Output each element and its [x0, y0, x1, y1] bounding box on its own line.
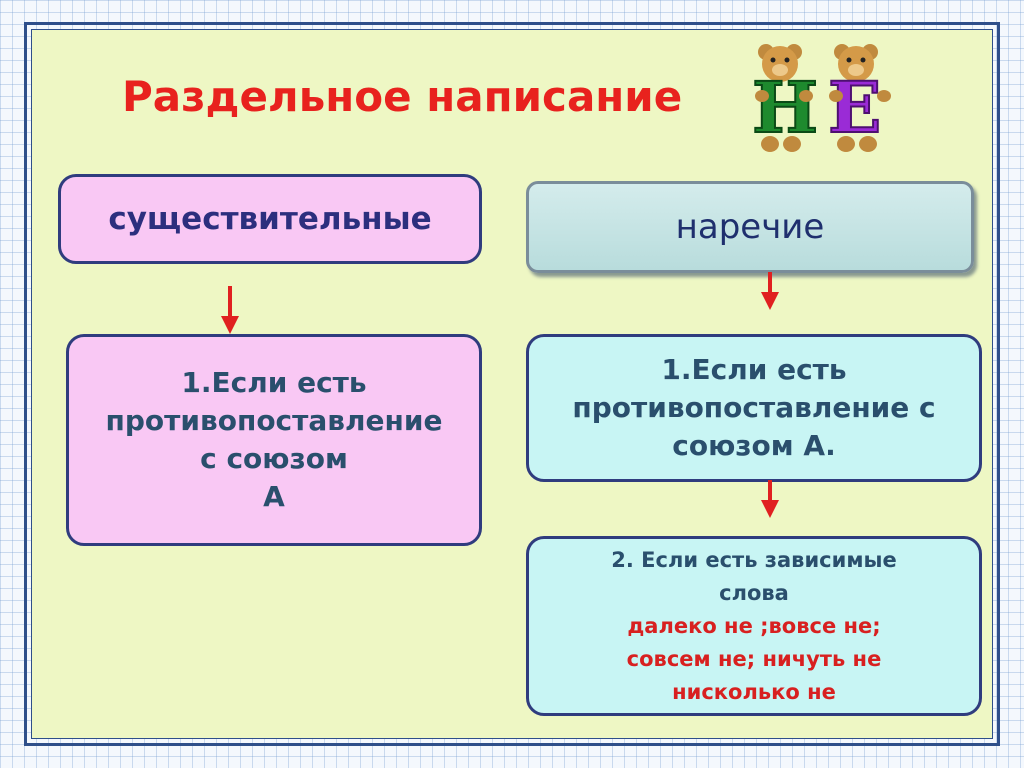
noun-heading-box: существительные — [58, 174, 482, 264]
svg-text:Н: Н — [752, 66, 818, 149]
teddy-bear-icon — [758, 44, 802, 152]
noun-rule-line: 1.Если есть — [181, 366, 367, 399]
noun-rule-line: с союзом — [200, 442, 348, 475]
noun-rule-line: противопоставление — [105, 404, 443, 437]
outer-frame — [24, 22, 1000, 746]
adverb-rule2-example-line: далеко не ;вовсе не; — [627, 613, 881, 638]
adverb-rule2-condition-line: слова — [719, 580, 789, 605]
adverb-rule2-example-line: нисколько не — [672, 679, 836, 704]
adverb-rule2-condition-line: 2. Если есть зависимые — [611, 547, 897, 572]
svg-text:Е: Е — [828, 66, 881, 149]
teddy-bear-icon — [834, 44, 878, 152]
adverb-heading-box: наречие — [526, 181, 974, 273]
adverb-rule1-line: противопоставление с — [572, 391, 936, 424]
adverb-rule2-box: 2. Если есть зависимые слова далеко не ;… — [526, 536, 982, 716]
adverb-heading-label: наречие — [675, 207, 825, 247]
adverb-rule1-box: 1.Если есть противопоставление с союзом … — [526, 334, 982, 482]
adverb-rule2-example-line: совсем не; ничуть не — [626, 646, 882, 671]
down-arrow-icon — [221, 286, 239, 334]
ne-logo-icon: Н Е — [751, 44, 891, 152]
noun-heading-label: существительные — [108, 201, 432, 237]
down-arrow-icon — [761, 480, 779, 518]
adverb-rule1-line: 1.Если есть — [661, 353, 847, 386]
noun-rule-line: А — [263, 480, 285, 513]
noun-rule-box: 1.Если есть противопоставление с союзом … — [66, 334, 482, 546]
adverb-rule1-line: союзом А. — [672, 429, 836, 462]
slide-title: Раздельное написание — [122, 72, 683, 121]
down-arrow-icon — [761, 272, 779, 310]
